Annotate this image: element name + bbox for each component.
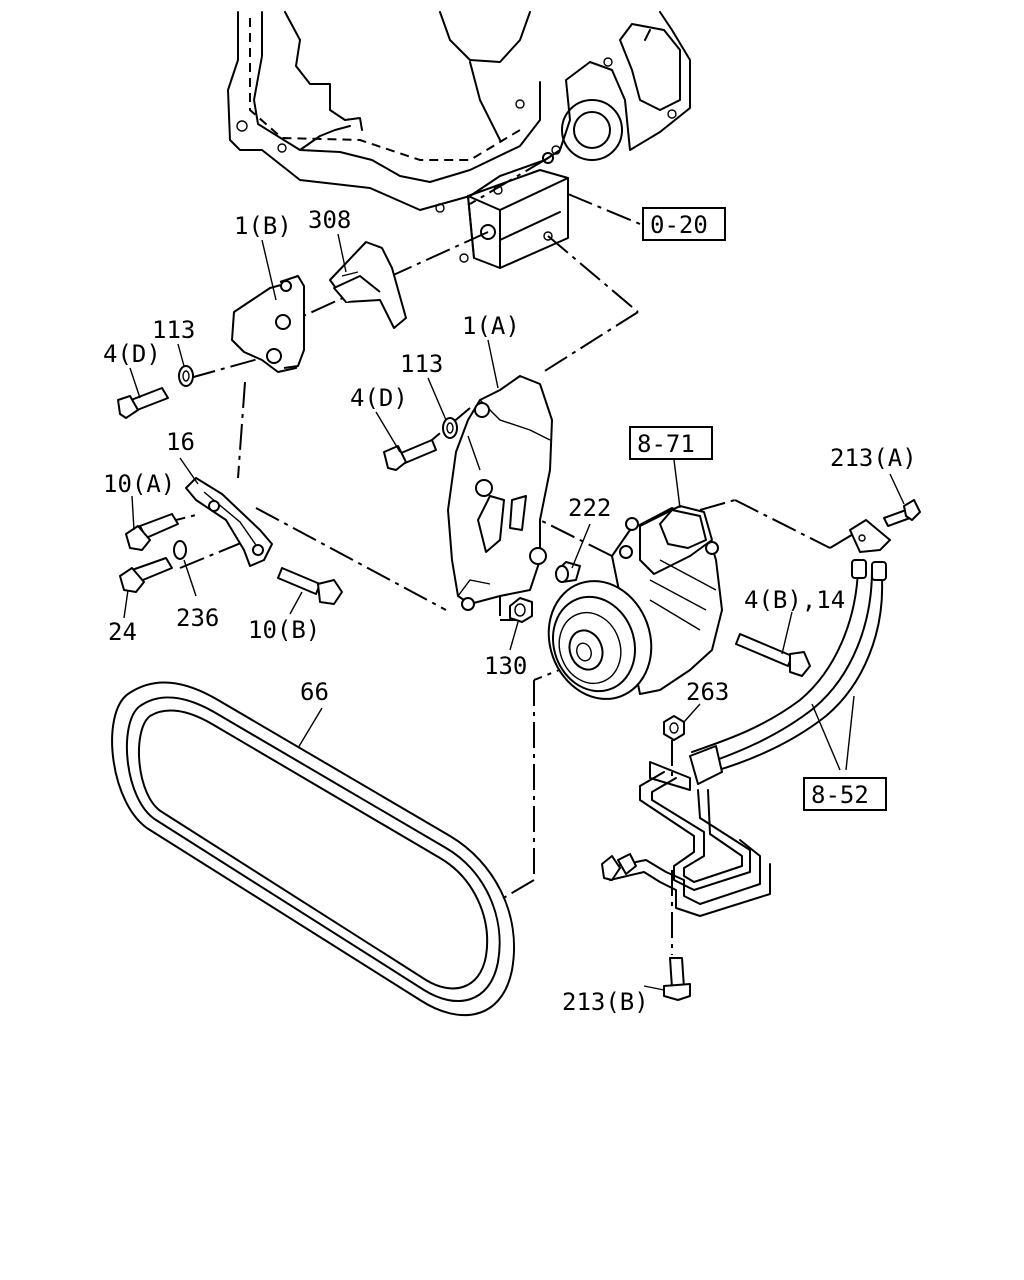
hose-clamp: [849, 519, 891, 553]
bolt-24: [119, 557, 173, 593]
bolt-213a: [883, 499, 921, 527]
bolt-4b-14: [735, 633, 811, 677]
callout-labels: 1(B) 308 113 4(D) 1(A) 113 4(D) 16 10(A)…: [103, 206, 917, 1016]
refrigerant-hoses: [601, 559, 887, 917]
bolt-10a: [125, 513, 179, 551]
reference-box-0-20: 0-20: [642, 207, 726, 241]
compressor-bracket-1a: [447, 375, 553, 611]
bracket-16: [185, 477, 273, 567]
callout-1b: 1(B): [234, 212, 292, 240]
washer-236: [173, 540, 187, 560]
reference-box-8-52: 8-52: [803, 777, 887, 811]
washer-113-left: [178, 365, 194, 387]
callout-236: 236: [176, 604, 219, 632]
callout-1a: 1(A): [462, 312, 520, 340]
nut-130: [509, 597, 533, 623]
bolt-10b: [277, 567, 343, 605]
bolt-213b: [663, 957, 691, 1001]
callout-222: 222: [568, 494, 611, 522]
callout-263: 263: [686, 678, 729, 706]
heat-shield-308: [329, 241, 407, 329]
reference-label-8-52: 8-52: [811, 781, 869, 809]
nut-263: [663, 715, 685, 741]
leader-lines: [123, 233, 905, 991]
callout-308: 308: [308, 206, 351, 234]
bolt-4d-middle: [383, 439, 437, 471]
alignment-lines: [159, 157, 861, 955]
callout-16: 16: [166, 428, 195, 456]
bolt-4d-left: [117, 387, 169, 419]
reference-box-8-71: 8-71: [629, 426, 713, 460]
ac-compressor: [547, 505, 723, 700]
callout-130: 130: [484, 652, 527, 680]
callout-4b-14: 4(B),14: [744, 586, 845, 614]
callout-113-middle: 113: [400, 350, 443, 378]
callout-113-left: 113: [152, 316, 195, 344]
callout-10b: 10(B): [248, 616, 320, 644]
spacer-222: [555, 561, 581, 583]
drive-belt-66: [111, 681, 515, 1016]
callout-213a: 213(A): [830, 444, 917, 472]
reference-label-8-71: 8-71: [637, 430, 695, 458]
callout-4d-middle: 4(D): [350, 384, 408, 412]
reference-label-0-20: 0-20: [650, 211, 708, 239]
bracket-1b: [231, 275, 305, 373]
callout-66: 66: [300, 678, 329, 706]
callout-10a: 10(A): [103, 470, 175, 498]
engine-block: [227, 11, 691, 269]
callout-4d-left: 4(D): [103, 340, 161, 368]
washer-113-middle: [442, 417, 458, 439]
callout-24: 24: [108, 618, 137, 646]
callout-213b: 213(B): [562, 988, 649, 1016]
